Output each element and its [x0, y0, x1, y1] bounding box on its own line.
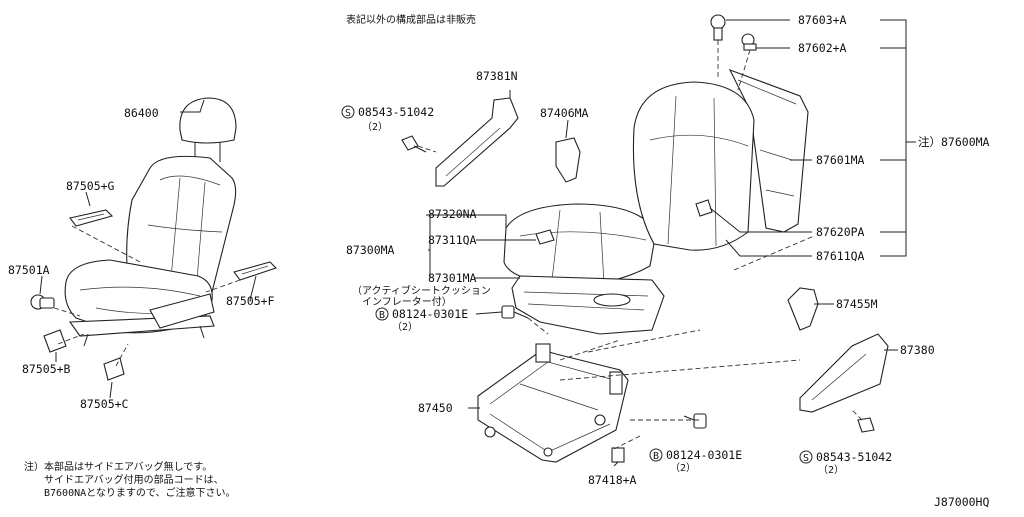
label-87300ma: 87300MA: [346, 243, 395, 257]
label-87501a: 87501A: [8, 263, 50, 277]
label-87450: 87450: [418, 401, 453, 415]
label-87601ma: 87601MA: [816, 153, 865, 167]
symbol-s-circle-lower: [799, 450, 813, 464]
label-87380: 87380: [900, 343, 935, 357]
trim-87381n: [435, 97, 519, 187]
footnote-line-3: B7600NAとなりますので、ご注意下さい。: [44, 486, 235, 499]
label-87602a: 87602+A: [798, 41, 847, 55]
symbol-b-circle-left: [375, 307, 389, 321]
side-cover-87380: [799, 333, 889, 413]
label-87320na: 87320NA: [428, 207, 477, 221]
fastener-symbol-lower-right: S: [803, 453, 809, 464]
fastener-qty-lower: （2）: [670, 462, 696, 474]
label-87381n: 87381N: [476, 69, 518, 83]
label-87603a: 87603+A: [798, 13, 847, 27]
fastener-symbol-left: B: [379, 310, 385, 321]
label-87418a: 87418+A: [588, 473, 637, 487]
label-87311qa: 87311QA: [428, 233, 477, 247]
note-87301ma-2: インフレーター付）: [362, 295, 452, 308]
fastener-code-top: 08543-51042: [358, 105, 434, 119]
footnote-line-1: 注）本部品はサイドエアバッグ無しです。: [24, 460, 212, 473]
part-87418a: [611, 447, 625, 463]
label-87611qa: 87611QA: [816, 249, 865, 263]
cover-87455m: [787, 287, 819, 331]
label-86400: 86400: [124, 106, 159, 120]
seat-back-assembly: [632, 14, 809, 251]
cover-87505-b: [43, 329, 67, 353]
note-87301ma-1: （アクティブシートクッション: [352, 284, 491, 297]
screw-08543-lower: [857, 417, 875, 433]
label-87455m: 87455M: [836, 297, 878, 311]
label-87301ma: 87301MA: [428, 271, 477, 285]
cushion-assembly: [503, 203, 665, 335]
bracket-note-87600ma: 注）87600MA: [918, 135, 990, 149]
clip-87505-f: [233, 261, 278, 281]
header-note: 表記以外の構成部品は非販売: [346, 13, 476, 26]
clip-87505-g: [69, 209, 114, 227]
fastener-symbol-top: S: [345, 108, 351, 119]
bracket-87406ma: [555, 137, 581, 183]
footnote-line-2: サイドエアバッグ付用の部品コードは、: [44, 473, 224, 486]
label-87406ma: 87406MA: [540, 106, 589, 120]
assembled-seat-illustration: [64, 97, 237, 347]
fastener-qty-top: （2）: [362, 121, 388, 133]
fastener-code-lower: 08124-0301E: [666, 448, 742, 462]
cover-87505-c: [103, 357, 125, 381]
diagram-code: J87000HQ: [934, 495, 989, 509]
label-87505-f: 87505+F: [226, 294, 275, 308]
fastener-qty-left: （2）: [392, 321, 418, 333]
symbol-s-circle-top: [341, 105, 355, 119]
fastener-code-lower-right: 08543-51042: [816, 450, 892, 464]
label-87505-g: 87505+G: [66, 179, 115, 193]
slide-frame-87450: [477, 343, 629, 463]
screw-08543-top: [401, 135, 427, 153]
symbol-b-circle-lower: [649, 448, 663, 462]
fastener-symbol-lower: B: [653, 451, 659, 462]
bolt-08124-lower: [683, 413, 707, 429]
label-87505-c: 87505+C: [80, 397, 129, 411]
label-87505-b: 87505+B: [22, 362, 71, 376]
label-87620pa: 87620PA: [816, 225, 865, 239]
fastener-code-left: 08124-0301E: [392, 307, 468, 321]
knob-87501a: [30, 294, 55, 310]
bolt-08124-left: [501, 305, 529, 319]
fastener-qty-lower-right: （2）: [818, 464, 844, 476]
